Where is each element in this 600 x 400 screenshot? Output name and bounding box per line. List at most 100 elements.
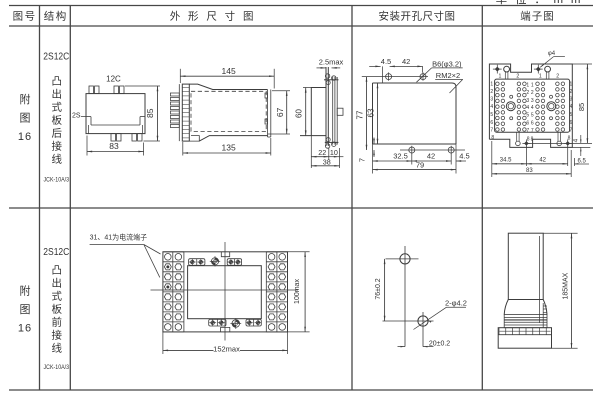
svg-text:6: 6 (526, 121, 529, 127)
svg-text:8: 8 (491, 135, 494, 141)
svg-text:7: 7 (531, 128, 534, 134)
svg-text:5: 5 (531, 113, 534, 119)
svg-text:2.5max: 2.5max (319, 58, 344, 67)
svg-text:4.5: 4.5 (381, 57, 391, 66)
svg-text:12C: 12C (106, 74, 121, 83)
svg-text:85: 85 (145, 108, 155, 118)
svg-text:145: 145 (222, 66, 236, 76)
svg-text:7: 7 (358, 158, 367, 162)
svg-text:单位：mm: 单位：mm (496, 0, 589, 6)
svg-text:2: 2 (490, 89, 493, 95)
svg-text:42: 42 (402, 57, 410, 66)
svg-text:2: 2 (526, 90, 529, 96)
svg-text:20±0.2: 20±0.2 (429, 340, 450, 347)
svg-text:前: 前 (52, 316, 63, 329)
svg-text:4: 4 (490, 104, 493, 110)
svg-text:67: 67 (275, 107, 285, 117)
svg-text:2: 2 (516, 74, 519, 80)
svg-text:2-φ4.2: 2-φ4.2 (445, 298, 467, 307)
svg-text:5: 5 (526, 113, 529, 119)
svg-text:16: 16 (18, 131, 32, 143)
svg-text:83: 83 (109, 141, 119, 151)
svg-text:1: 1 (531, 83, 534, 89)
svg-text:1: 1 (490, 82, 493, 88)
svg-text:图: 图 (20, 303, 31, 316)
svg-text:3: 3 (531, 98, 534, 104)
svg-text:77: 77 (355, 110, 364, 119)
svg-text:2S: 2S (72, 112, 81, 119)
svg-text:2: 2 (556, 74, 559, 80)
svg-text:RM2×2: RM2×2 (436, 71, 460, 80)
svg-text:φ4: φ4 (548, 51, 556, 57)
svg-text:端子图: 端子图 (520, 10, 555, 23)
svg-text:凸: 凸 (52, 76, 63, 88)
svg-text:4: 4 (526, 105, 529, 111)
svg-text:结构: 结构 (44, 10, 68, 23)
svg-text:63: 63 (366, 108, 375, 117)
svg-text:34.5: 34.5 (500, 157, 512, 163)
svg-text:100max: 100max (294, 279, 301, 304)
svg-text:6: 6 (570, 120, 573, 126)
svg-text:76±0.2: 76±0.2 (375, 278, 382, 299)
svg-text:31、41为电流端子: 31、41为电流端子 (90, 233, 148, 242)
svg-text:3: 3 (570, 97, 573, 103)
svg-text:图: 图 (20, 112, 31, 125)
svg-text:1: 1 (498, 74, 501, 80)
svg-text:7: 7 (570, 128, 573, 134)
svg-text:6: 6 (531, 121, 534, 127)
svg-text:83: 83 (526, 168, 533, 174)
svg-text:22: 22 (318, 148, 326, 157)
svg-text:3: 3 (526, 98, 529, 104)
svg-text:2S12C: 2S12C (43, 247, 69, 258)
svg-text:16: 16 (18, 322, 32, 334)
svg-text:42: 42 (539, 157, 546, 163)
svg-text:外形尺寸图: 外形尺寸图 (170, 10, 262, 23)
svg-text:79: 79 (416, 161, 424, 170)
svg-text:2: 2 (570, 89, 573, 95)
svg-text:接: 接 (52, 329, 63, 342)
svg-text:板: 板 (52, 114, 63, 127)
svg-text:7: 7 (490, 128, 493, 134)
svg-text:凸: 凸 (52, 265, 63, 277)
svg-text:线: 线 (52, 153, 63, 166)
svg-text:10: 10 (330, 148, 338, 157)
svg-text:2: 2 (531, 90, 534, 96)
svg-text:图号: 图号 (13, 11, 37, 23)
svg-text:式: 式 (52, 101, 63, 114)
svg-text:安装开孔尺寸图: 安装开孔尺寸图 (379, 10, 456, 23)
svg-text:接: 接 (52, 140, 63, 153)
svg-text:8: 8 (527, 137, 530, 143)
svg-text:4: 4 (531, 105, 534, 111)
svg-text:后: 后 (52, 128, 63, 140)
svg-text:38: 38 (323, 157, 331, 166)
svg-text:附: 附 (20, 92, 31, 106)
svg-text:135: 135 (222, 143, 236, 153)
svg-text:5: 5 (490, 112, 493, 118)
svg-text:JCK-10A/3: JCK-10A/3 (44, 364, 70, 371)
svg-text:5: 5 (570, 112, 573, 118)
svg-text:1: 1 (539, 74, 542, 80)
svg-text:出: 出 (52, 277, 63, 290)
svg-text:3: 3 (490, 97, 493, 103)
svg-text:32.5: 32.5 (393, 152, 408, 161)
svg-text:1: 1 (526, 83, 529, 89)
svg-text:185MAX: 185MAX (563, 272, 570, 299)
svg-text:4: 4 (570, 104, 573, 110)
svg-text:6.5: 6.5 (578, 159, 587, 165)
svg-text:2S12C: 2S12C (43, 52, 69, 63)
svg-text:板: 板 (52, 303, 63, 316)
svg-text:152max: 152max (213, 344, 240, 353)
svg-text:线: 线 (52, 342, 63, 355)
svg-text:8: 8 (568, 136, 571, 142)
svg-text:42: 42 (427, 152, 435, 161)
svg-text:4: 4 (573, 138, 580, 142)
svg-text:JCK-10A/3: JCK-10A/3 (44, 177, 70, 184)
svg-text:B6(φ3.2): B6(φ3.2) (432, 60, 462, 69)
svg-text:附: 附 (20, 283, 31, 297)
svg-text:1: 1 (570, 82, 573, 88)
svg-text:式: 式 (52, 290, 63, 303)
svg-text:4.5: 4.5 (459, 152, 469, 161)
svg-text:6: 6 (490, 120, 493, 126)
svg-text:8: 8 (531, 137, 534, 143)
svg-text:60: 60 (294, 109, 303, 118)
